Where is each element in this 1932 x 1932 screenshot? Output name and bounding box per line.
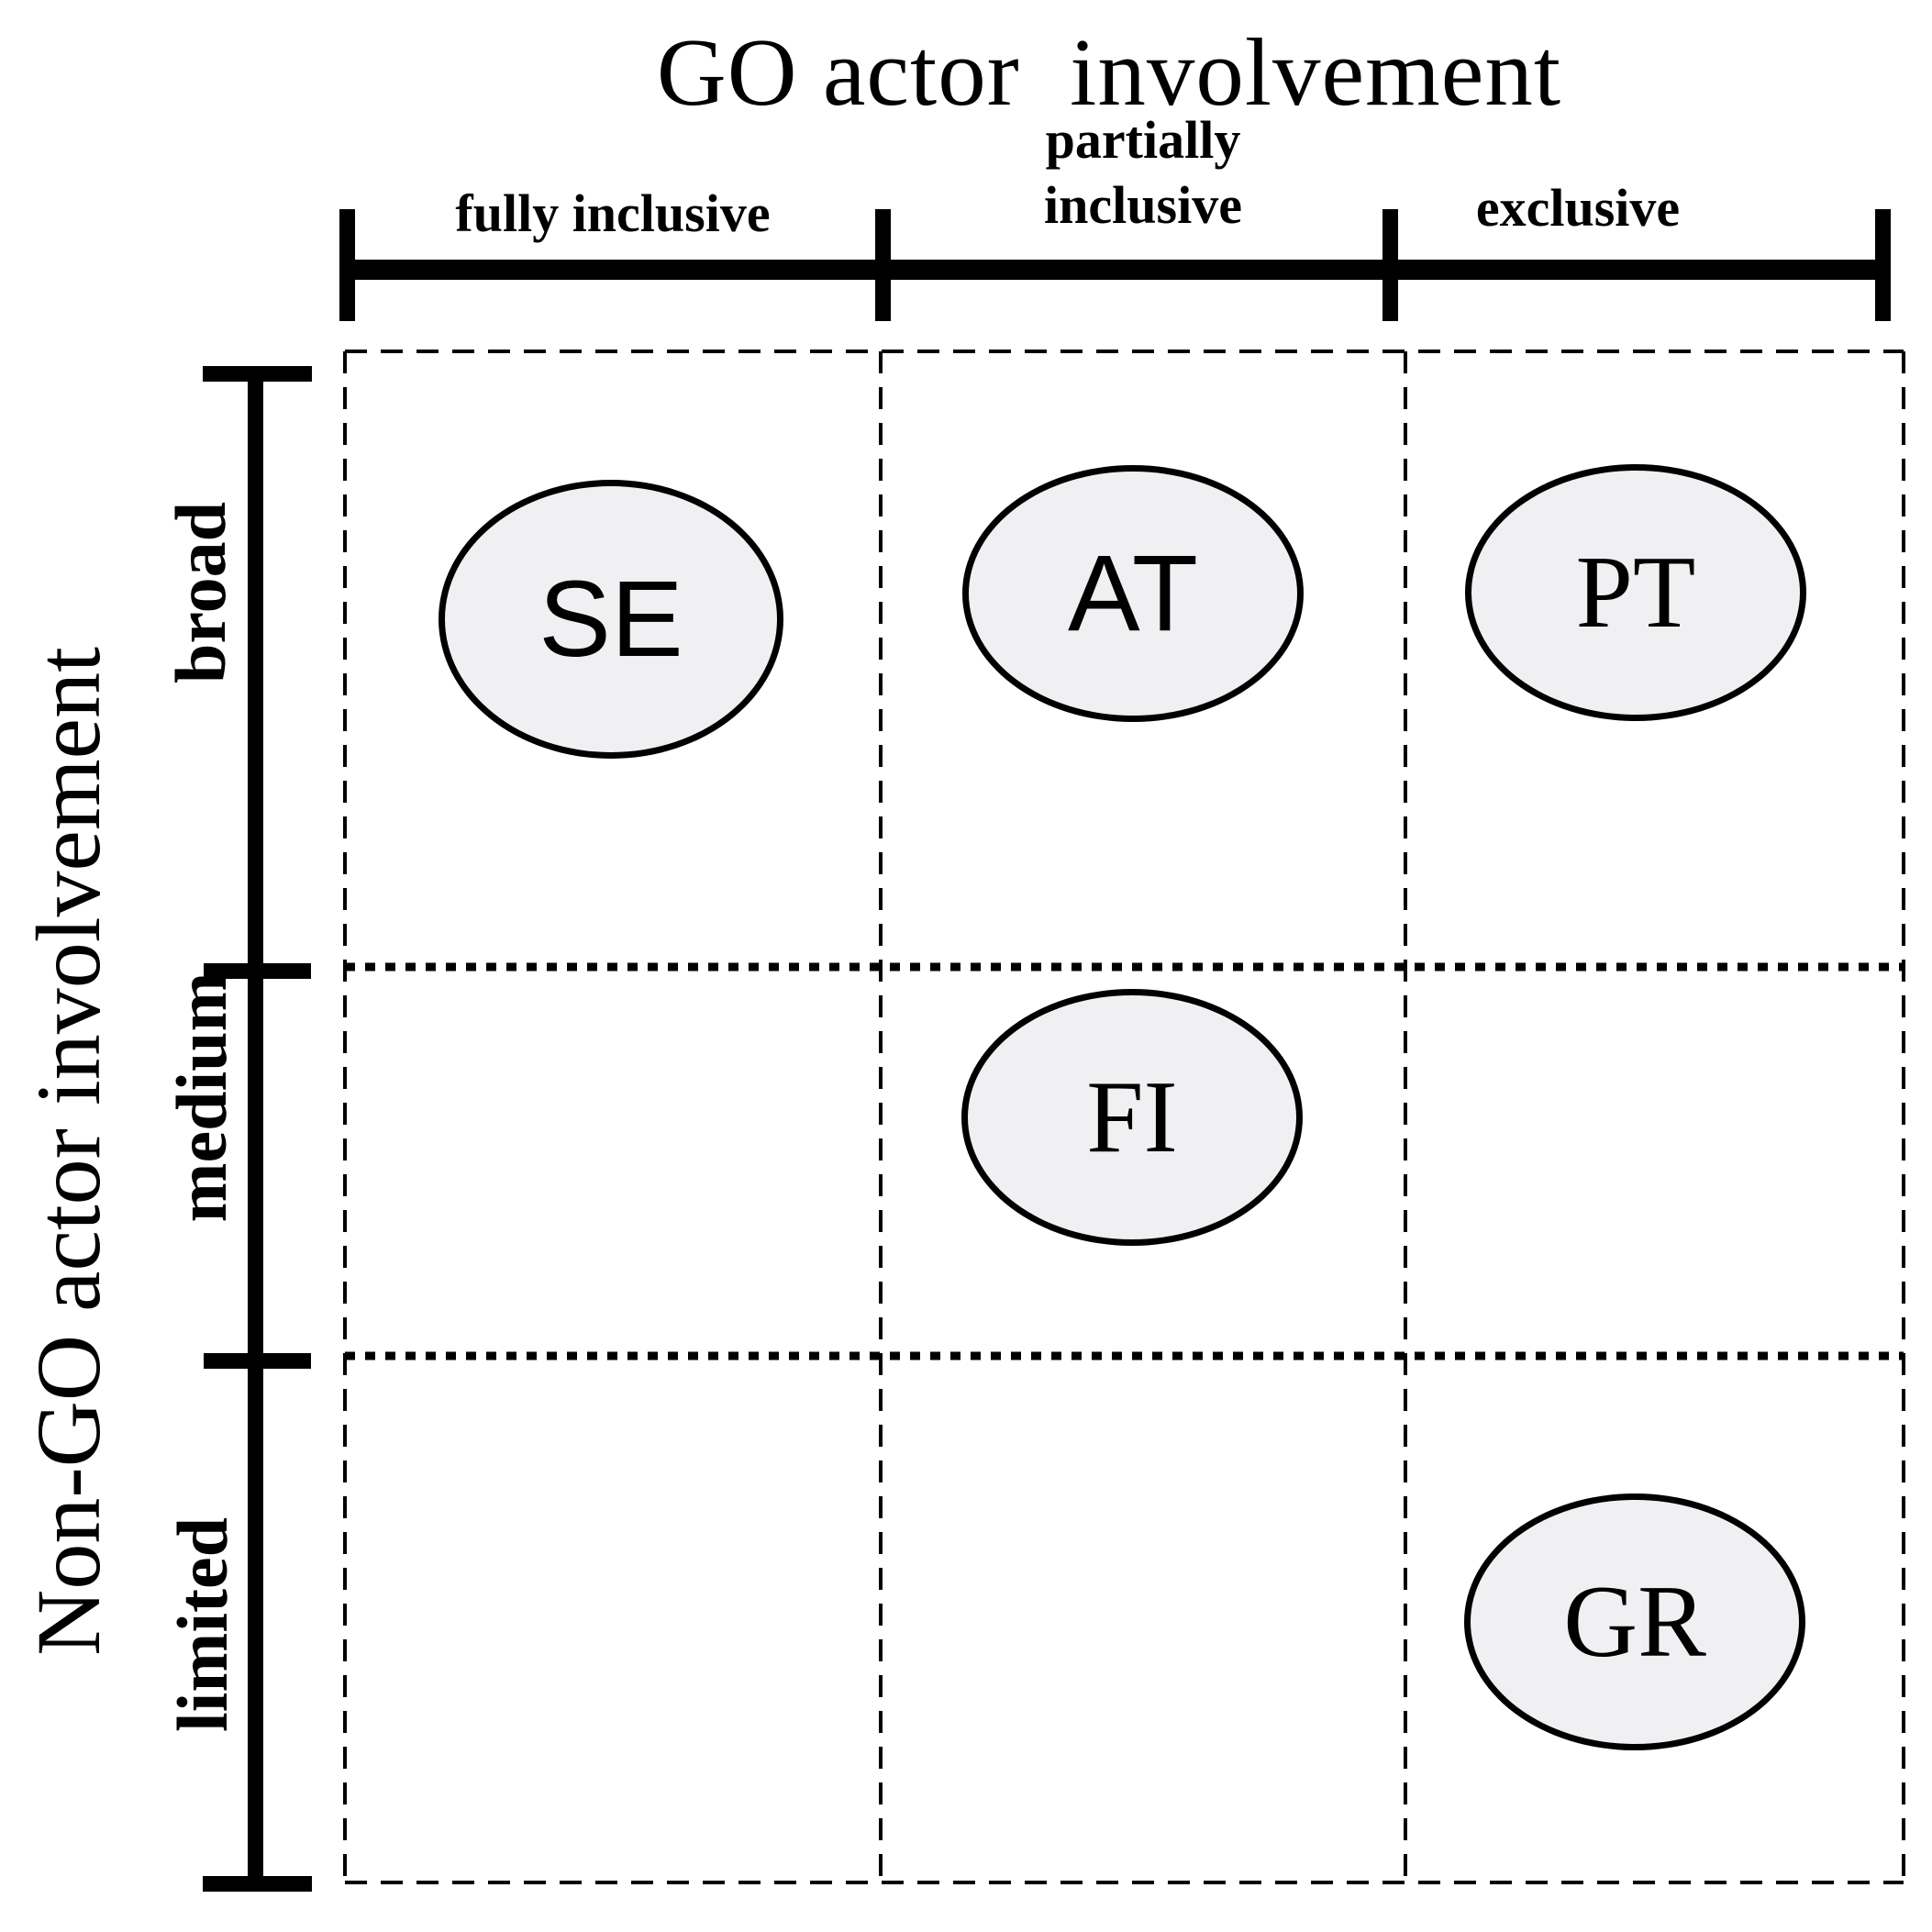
node-ellipse-se: SE xyxy=(439,480,783,759)
x-axis-label-partially-inclusive: partially inclusive xyxy=(1044,110,1242,235)
x-axis-tick-right-end xyxy=(1875,209,1891,321)
x-axis-label-exclusive: exclusive xyxy=(1475,178,1681,238)
y-axis-tick-2 xyxy=(204,1353,311,1369)
node-label-fi: FI xyxy=(1086,1060,1178,1174)
node-label-at: AT xyxy=(1067,533,1199,654)
node-ellipse-fi: FI xyxy=(961,989,1303,1246)
node-ellipse-pt: PT xyxy=(1465,464,1806,721)
y-axis-label-broad: broad xyxy=(161,502,240,683)
y-axis-line xyxy=(248,367,263,1890)
y-axis-tick-bottom-end xyxy=(203,1876,312,1892)
x-axis-tick-2 xyxy=(1382,209,1398,321)
y-axis-tick-1 xyxy=(204,963,311,979)
node-ellipse-at: AT xyxy=(962,465,1304,722)
node-ellipse-gr: GR xyxy=(1464,1493,1805,1750)
x-axis-line xyxy=(347,260,1882,280)
x-axis-tick-left-end xyxy=(339,209,355,321)
y-axis-label-limited: limited xyxy=(162,1517,242,1732)
node-label-se: SE xyxy=(539,559,683,680)
y-axis-title: Non-GO actor involvement xyxy=(17,647,119,1656)
node-label-pt: PT xyxy=(1575,536,1696,650)
y-axis-tick-top-end xyxy=(203,366,312,382)
node-label-gr: GR xyxy=(1563,1565,1706,1679)
x-axis-tick-1 xyxy=(875,209,891,321)
x-axis-title: GO actor involvement xyxy=(656,18,1562,126)
x-axis-label-fully-inclusive: fully inclusive xyxy=(455,183,771,243)
